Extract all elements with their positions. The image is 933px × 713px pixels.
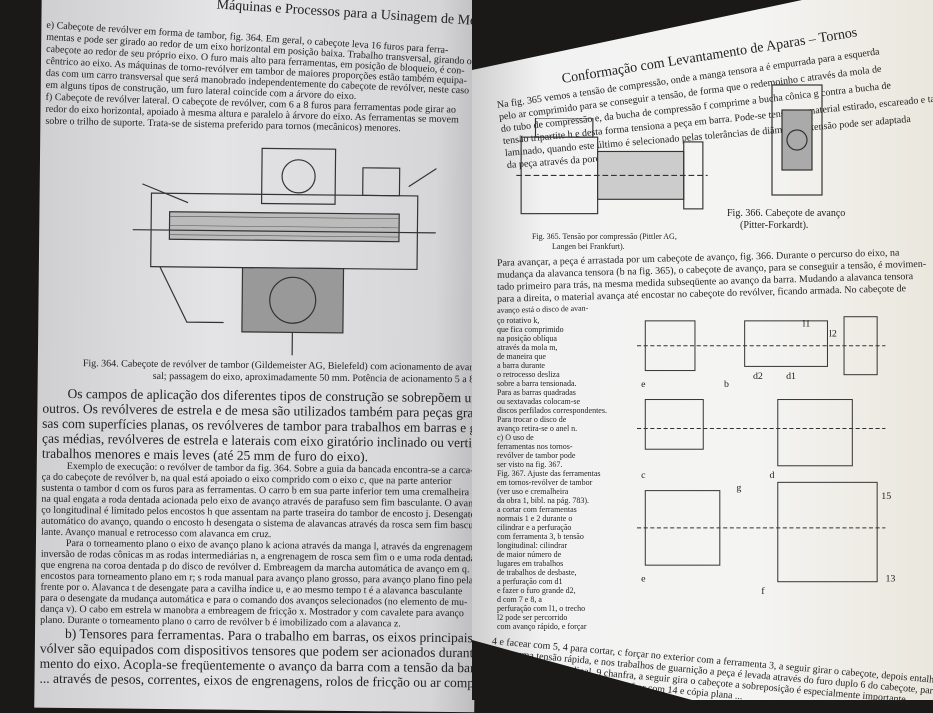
svg-text:d2: d2 <box>753 371 763 382</box>
svg-text:15: 15 <box>881 491 891 502</box>
text-line: lugares em trabalhos <box>497 559 563 568</box>
left-page: Máquinas e Processos para a Usinagem de … <box>34 0 482 712</box>
text-line: ser visto na fig. 367. <box>497 460 562 469</box>
text-line: c) O uso de <box>497 433 534 442</box>
text-line: l2 pode ser percorrido <box>497 613 567 622</box>
fig365-caption: Langen bei Frankfurt). <box>552 242 625 251</box>
text-line: que fica comprimido <box>497 325 564 334</box>
text-line: ou sextavadas colocam-se <box>497 397 580 406</box>
svg-text:d1: d1 <box>786 371 796 382</box>
right-page: Conformação com Levantamento de Aparas –… <box>472 0 933 700</box>
figure-367-drawing: e b c d e f g d2 d1 l1 l2 15 13 <box>637 300 902 615</box>
text-line: a perfuração com d1 <box>497 577 563 586</box>
text-line: de trabalhos de desbaste, <box>497 568 577 577</box>
text-line: cilindrar e a perfuração <box>497 523 571 532</box>
text-line: Para trocar o disco de <box>497 415 566 424</box>
text-line: perfuração com l1, o trecho <box>497 604 585 613</box>
figure-365-drawing <box>512 118 712 228</box>
svg-text:c: c <box>641 470 646 481</box>
svg-text:l1: l1 <box>803 319 811 330</box>
text-line: com avanço rápido, e forçar <box>497 622 587 631</box>
text-line: de maneira que <box>497 352 546 361</box>
text-line: em tornos-revólver de tambor <box>497 478 592 487</box>
text-line: ferramentas nos tornos- <box>497 442 573 451</box>
text-line: a cortar com ferramentas <box>497 505 577 514</box>
text-line: Para as barras quadradas <box>497 388 576 397</box>
svg-text:g: g <box>736 483 741 494</box>
page-shadow <box>472 0 802 70</box>
text-line: de maior número de <box>497 550 561 559</box>
svg-text:e: e <box>641 574 646 585</box>
fig366-caption: Fig. 366. Cabeçote de avanço <box>727 208 845 219</box>
text-line: através da mola m, <box>497 343 557 352</box>
text-line: a barra durante <box>497 361 545 370</box>
figure-caption: Fig. 364. Cabeçote de revólver de tambor… <box>83 358 522 374</box>
figure-364-drawing <box>118 129 450 357</box>
page-header: Máquinas e Processos para a Usinagem de … <box>216 0 496 31</box>
svg-text:e: e <box>641 379 646 390</box>
svg-text:13: 13 <box>885 574 895 585</box>
text-line: e fazer o furo grande d2, <box>497 586 576 595</box>
svg-text:f: f <box>761 586 765 597</box>
text-line: d com 7 e 8, a <box>497 595 542 604</box>
svg-text:l2: l2 <box>829 329 837 340</box>
text-line: longitudinal: cilindrar <box>497 541 567 550</box>
figure-366-drawing <box>762 80 832 200</box>
text-line: avanço está o disco de avan- <box>497 304 589 315</box>
text-line: o retrocesso desliza <box>497 370 560 379</box>
text-line: da obra 1, bibl. na pág. 783). <box>497 496 589 505</box>
figure-caption: sal; passagem do eixo, aproximadamente 5… <box>153 371 493 386</box>
svg-text:d: d <box>770 470 775 481</box>
text-line: sobre a barra tensionada. <box>497 379 577 388</box>
text-line: discos perfilados correspondentes. <box>497 406 607 415</box>
text-line: com ferramenta 3, b tensão <box>497 532 584 541</box>
svg-text:b: b <box>724 379 729 390</box>
text-line: normais 1 e 2 durante o <box>497 514 572 523</box>
text-line: Fig. 367. Ajuste das ferramentas <box>497 469 601 478</box>
text-line: ço rotativo k, <box>497 316 539 325</box>
page-shadow <box>472 640 692 700</box>
fig365-caption: Fig. 365. Tensão por compressão (Pittler… <box>532 232 677 241</box>
fig366-caption: (Pitter-Forkardt). <box>740 220 808 231</box>
text-line: (ver uso e cremalheira <box>497 487 568 496</box>
text-line: avanço retira-se o anel n. <box>497 424 577 433</box>
text-line: revólver de tambor pode <box>497 451 575 460</box>
text-line: na posição oblíqua <box>497 334 557 343</box>
